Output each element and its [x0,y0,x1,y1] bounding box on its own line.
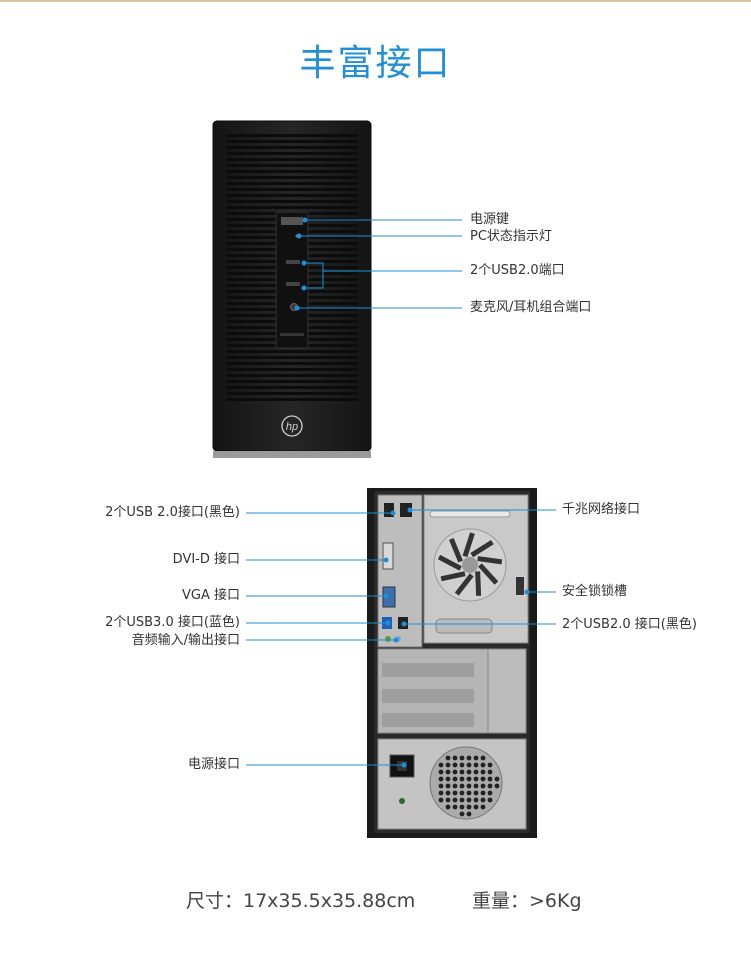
fan-grille [437,532,503,596]
label-power-button: 电源键 [470,212,510,227]
label-rear-power-socket: 电源接口 [187,757,240,772]
spec-size: 尺寸：17x35.5x35.88cm [186,890,416,912]
label-rear-lock-slot: 安全锁锁槽 [562,584,628,599]
page-title: 丰富接口 [299,43,452,84]
label-rear-usb20-black: 2个USB 2.0接口(黑色) [105,505,240,520]
label-rear-lan: 千兆网络接口 [562,502,641,517]
label-rear-audio-io: 音频输入/输出接口 [131,633,240,648]
label-rear-usb30-blue: 2个USB3.0 接口(蓝色) [105,615,240,630]
label-rear-vga: VGA 接口 [182,588,240,603]
front-tower-image: hp [212,120,372,458]
label-front-audio: 麦克风/耳机组合端口 [470,300,592,315]
label-rear-usb20-black-right: 2个USB2.0 接口(黑色) [562,617,697,632]
top-divider [0,0,751,2]
rear-tower-image [367,488,537,838]
label-front-usb2: 2个USB2.0端口 [470,263,565,278]
label-status-light: PC状态指示灯 [470,229,552,244]
label-rear-dvi: DVI-D 接口 [172,552,240,567]
spec-weight: 重量：>6Kg [472,890,582,912]
psu-vent-grille [438,755,500,817]
hp-logo: hp [286,421,298,433]
